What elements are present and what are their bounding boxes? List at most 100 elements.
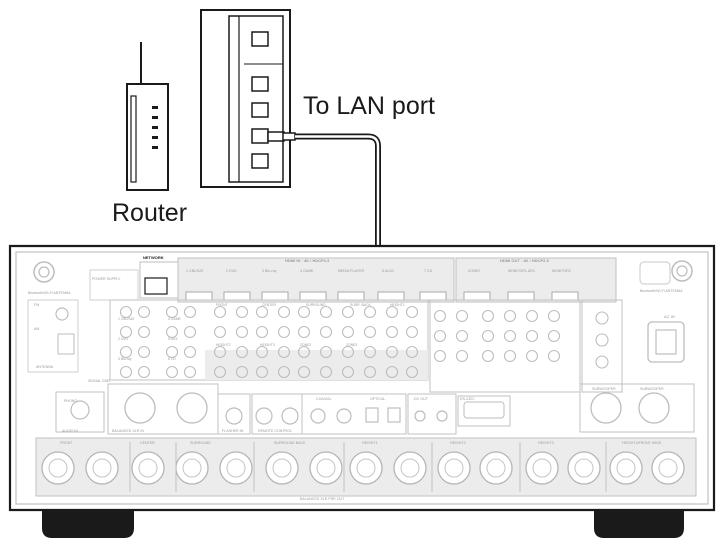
analog-in-label: 4 GAME — [168, 317, 182, 321]
xlr-jack-inner — [444, 458, 464, 478]
rca-jack — [235, 365, 249, 379]
analog-in-label: 1 CBL/SAT — [118, 317, 135, 321]
rca-jack — [481, 349, 495, 363]
lan-port-label: To LAN port — [303, 92, 436, 120]
rca-jack — [119, 325, 133, 339]
router-leds — [152, 106, 158, 149]
xlr-jack — [265, 451, 299, 485]
rca-jack — [341, 345, 355, 359]
rca-jack — [119, 345, 133, 359]
rca-jack — [119, 305, 133, 319]
rca-jack — [297, 305, 311, 319]
rca-jack — [165, 325, 179, 339]
xlr-jack-inner — [532, 458, 552, 478]
rca-jack — [547, 309, 561, 323]
rca-jack — [183, 305, 197, 319]
xlr-in-label: BALANCED XLR IN — [112, 429, 144, 433]
rca-jack — [595, 333, 609, 347]
xlr-out-label: SURROUND — [190, 441, 211, 445]
hdmi-port — [551, 291, 579, 301]
hdmi-port — [377, 291, 405, 301]
xlr-out-label: HEIGHT1 — [362, 441, 378, 445]
rca-jack — [385, 345, 399, 359]
rca-jack — [363, 345, 377, 359]
rca-jack — [213, 365, 227, 379]
rca-jack — [183, 365, 197, 379]
rca-jack — [405, 305, 419, 319]
rca-jack — [165, 365, 179, 379]
router-icon — [126, 42, 169, 191]
rca-jack — [525, 349, 539, 363]
rca-jack — [235, 305, 249, 319]
xlr-jack — [567, 451, 601, 485]
digital-label: FLASHER IN — [222, 429, 244, 433]
rca-jack — [277, 365, 291, 379]
rca-jack — [183, 325, 197, 339]
rca-jack — [503, 349, 517, 363]
rca-jack — [503, 309, 517, 323]
xlr-jack-inner — [182, 458, 202, 478]
xlr-out-label: CENTER — [140, 441, 155, 445]
digital-label: REMOTE CONTROL — [258, 429, 292, 433]
rca-jack — [137, 365, 151, 379]
rca-jack — [235, 345, 249, 359]
preout-label: HEIGHT1 — [390, 303, 405, 307]
xlr-jack — [651, 451, 685, 485]
rca-jack — [455, 309, 469, 323]
digital-label: RS-232C — [460, 397, 475, 401]
xlr-jack — [479, 451, 513, 485]
xlr-jack-inner — [272, 458, 292, 478]
digital-label: DC OUT — [414, 397, 429, 401]
xlr-out-label: SURROUND BACK — [274, 441, 306, 445]
analog-in-label: 2 DVD — [118, 337, 129, 341]
fm-label: FM — [34, 303, 39, 307]
hdmi-in-label: HDMI IN · 4K / HDCP2.3 — [285, 258, 330, 263]
rca-jack — [547, 349, 561, 363]
rca-jack — [385, 325, 399, 339]
hdmi-port — [261, 291, 289, 301]
rca-jack — [385, 365, 399, 379]
rca-jack — [213, 345, 227, 359]
preout-label: FRONT — [216, 303, 228, 307]
preout-label: SURROUND — [306, 303, 326, 307]
xlr-jack-inner — [658, 458, 678, 478]
rca-jack — [165, 305, 179, 319]
preout-label: ZONE2 — [300, 343, 311, 347]
analog-in-label: 6 CD — [168, 357, 176, 361]
rca-jack — [595, 355, 609, 369]
xlr-out-title: BALANCED XLR PRE OUT — [300, 497, 345, 501]
analog-in-label: 5 AUX — [168, 337, 178, 341]
hdmi-in-port-label: 1 CBL/SAT — [186, 269, 205, 273]
subwoofer-label: SUBWOOFER — [592, 387, 616, 391]
rca-jack — [363, 365, 377, 379]
hdmi-in-port-label: 6 AUX2 — [382, 269, 394, 273]
rca-jack — [595, 311, 609, 325]
rca-jack — [481, 329, 495, 343]
xlr-jack — [219, 451, 253, 485]
rca-jacks — [119, 305, 609, 379]
phono-label: PHONO — [64, 399, 77, 403]
left-foot — [42, 510, 134, 538]
hdmi-port — [463, 291, 491, 301]
rca-jack — [137, 345, 151, 359]
xlr-jack — [393, 451, 427, 485]
rca-jack — [363, 325, 377, 339]
rca-jack — [213, 305, 227, 319]
right-foot — [594, 510, 684, 538]
hdmi-in-port-label: 7 CD — [424, 269, 433, 273]
digital-label: COAXIAL — [316, 397, 332, 401]
lan-ports — [244, 31, 283, 169]
digital-label: OPTICAL — [370, 397, 385, 401]
rca-jack — [455, 349, 469, 363]
rca-jack — [481, 309, 495, 323]
xlr-jack-inner — [48, 458, 68, 478]
ac-in-label: AC IN — [664, 314, 675, 319]
antenna-label: Bluetooth/Wi-Fi ANTENNA — [640, 289, 683, 293]
xlr-jack-inner — [616, 458, 636, 478]
rca-jack — [297, 325, 311, 339]
preout-label: HEIGHT2 — [216, 343, 231, 347]
